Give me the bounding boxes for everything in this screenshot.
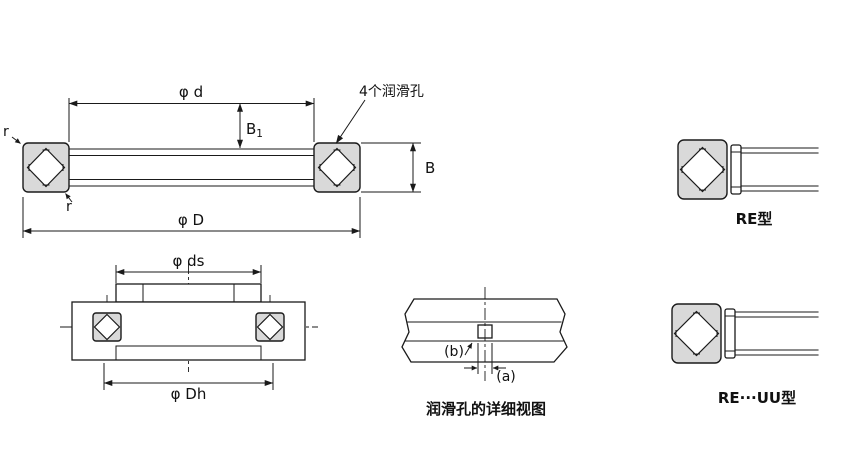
ring-rails bbox=[68, 148, 315, 187]
inner-ring-tube bbox=[740, 147, 819, 192]
clamping-plate bbox=[115, 283, 262, 303]
main-cross-section-figure: φ d B1 4个润滑孔 r r B bbox=[3, 83, 435, 238]
crossed-roller-diamond bbox=[317, 147, 357, 188]
dim-label-phi-dh: φ Dh bbox=[171, 385, 207, 403]
inner-ring-tube bbox=[734, 311, 819, 356]
dim-phi-dh: φ Dh bbox=[103, 363, 274, 403]
re-type-figure: RE型 bbox=[677, 139, 819, 228]
crossed-roller-diamond bbox=[26, 147, 66, 188]
dim-label-phi-d: φ d bbox=[179, 83, 203, 101]
dim-label-r-inner: r bbox=[66, 199, 72, 215]
right-bearing-section-block bbox=[255, 312, 285, 342]
dim-label-phi-d-outer: φ D bbox=[178, 211, 204, 229]
left-bearing-section-block bbox=[92, 312, 122, 342]
dim-label-a-hole: (a) bbox=[464, 343, 516, 385]
label-a: (a) bbox=[496, 369, 516, 385]
housing-bore-step bbox=[115, 345, 262, 360]
lube-holes-label: 4个润滑孔 bbox=[359, 83, 424, 100]
bearing-section-block bbox=[671, 303, 722, 364]
lube-hole-detail-figure: (b) (a) 润滑孔的详细视图 bbox=[401, 287, 568, 418]
mounting-figure: φ ds φ Dh bbox=[60, 252, 318, 403]
left-bearing-section-block bbox=[22, 142, 70, 193]
dim-b: B bbox=[361, 142, 435, 193]
right-bearing-section-block bbox=[313, 142, 361, 193]
dim-label-b-hole: (b) bbox=[444, 342, 473, 360]
dim-r-outer: r bbox=[3, 124, 21, 144]
crossed-roller-diamond bbox=[679, 146, 726, 193]
bearing-section-block bbox=[677, 139, 728, 200]
lube-holes-callout: 4个润滑孔 bbox=[335, 83, 424, 144]
dim-label-r-outer: r bbox=[3, 124, 9, 140]
crossed-roller-diamond bbox=[673, 310, 720, 357]
lube-detail-caption: 润滑孔的详细视图 bbox=[426, 400, 546, 418]
dim-b1: B1 bbox=[237, 103, 263, 149]
re-uu-type-caption: RE···UU型 bbox=[718, 389, 796, 407]
seal-strip bbox=[724, 308, 736, 359]
re-type-caption: RE型 bbox=[736, 210, 773, 228]
dim-phi-d: φ d bbox=[68, 83, 315, 142]
dim-phi-d-outer: φ D bbox=[22, 197, 361, 238]
dim-phi-ds: φ ds bbox=[115, 252, 262, 283]
re-uu-type-figure: RE···UU型 bbox=[671, 303, 819, 407]
label-b: (b) bbox=[444, 344, 464, 360]
dim-r-inner: r bbox=[65, 193, 73, 215]
dim-label-phi-ds: φ ds bbox=[173, 252, 205, 270]
dim-label-b: B bbox=[425, 159, 435, 177]
dim-label-b1: B1 bbox=[246, 120, 263, 140]
spacer-strip bbox=[730, 144, 742, 195]
